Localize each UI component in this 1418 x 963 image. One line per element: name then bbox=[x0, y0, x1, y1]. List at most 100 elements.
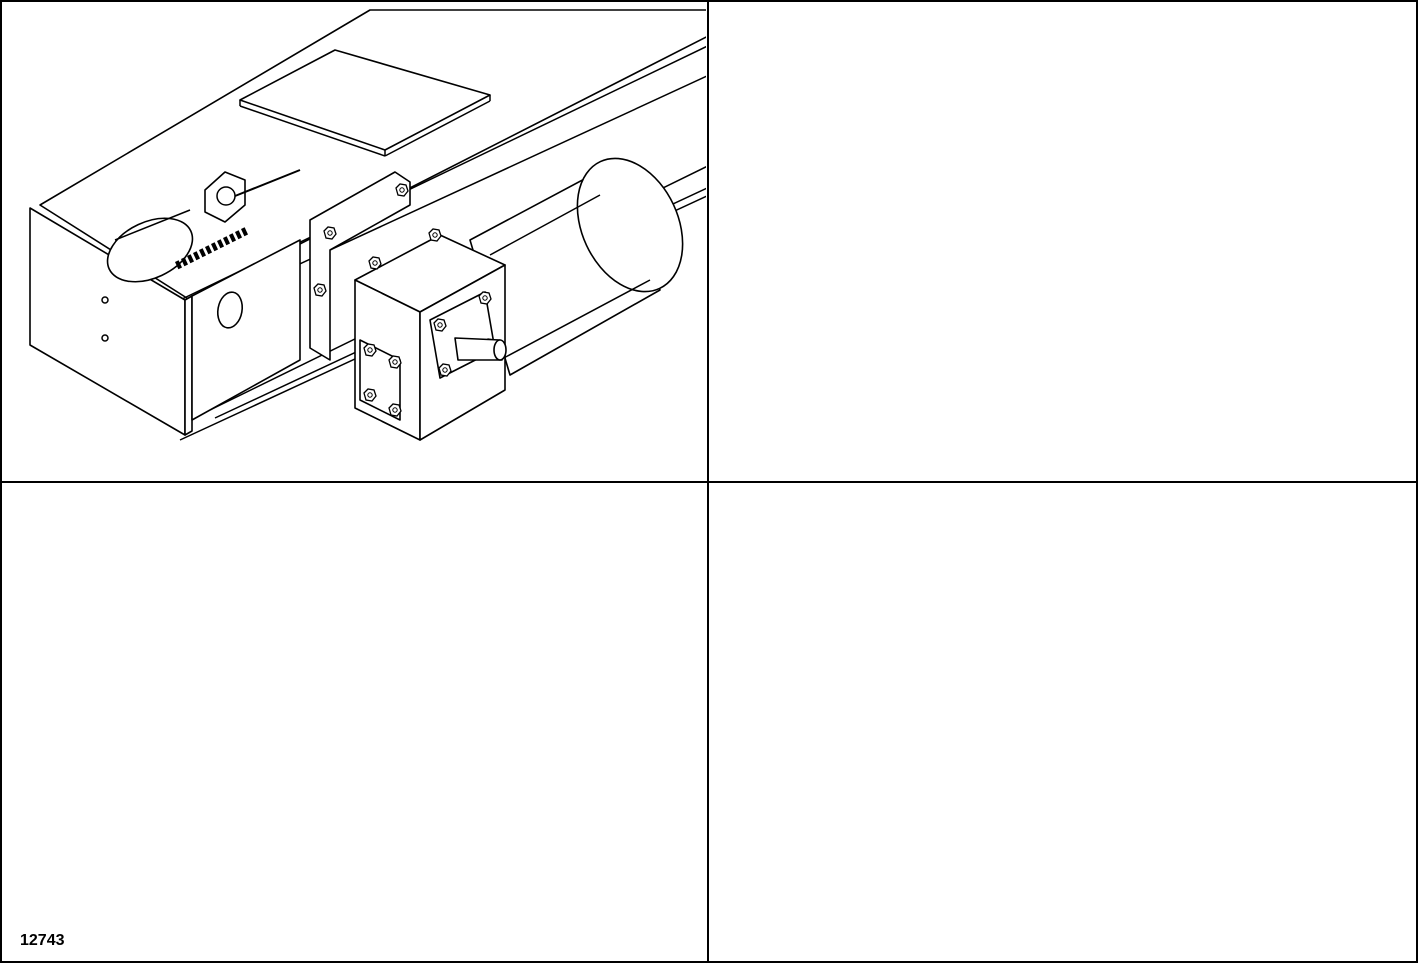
end-plate-hole bbox=[811, 297, 817, 303]
output-shaft bbox=[1199, 262, 1261, 285]
sprocket-tooth bbox=[186, 254, 195, 264]
end-plate bbox=[739, 208, 894, 435]
conveyor-top-surface bbox=[749, 493, 1418, 783]
motor-end-cap bbox=[576, 157, 684, 293]
bolt-center bbox=[437, 322, 443, 328]
bolt-center bbox=[400, 671, 404, 675]
rail-line bbox=[215, 665, 720, 901]
bearing-hub bbox=[217, 670, 235, 688]
gearbox-flange bbox=[432, 763, 498, 843]
plate-edge bbox=[1094, 584, 1199, 639]
bolt-head bbox=[388, 403, 402, 417]
end-plate-hole bbox=[811, 780, 817, 786]
sprocket-tooth bbox=[211, 725, 218, 734]
bolt-hex bbox=[1213, 224, 1225, 236]
bolt-head bbox=[1181, 737, 1193, 749]
sprocket-tooth bbox=[217, 722, 224, 731]
sprocket-tooth bbox=[205, 245, 213, 255]
top-cover-plate bbox=[240, 533, 490, 633]
bolt-center bbox=[399, 187, 405, 193]
plate-edge bbox=[385, 584, 490, 639]
output-shaft bbox=[1209, 758, 1256, 781]
sprocket bbox=[174, 227, 249, 270]
bolt-center bbox=[1109, 671, 1113, 675]
bolt-center bbox=[392, 359, 398, 365]
bolt-head bbox=[363, 388, 377, 402]
bolt-center bbox=[376, 726, 380, 730]
shaft-end bbox=[1248, 761, 1260, 781]
bolt-center bbox=[1037, 231, 1041, 235]
gearbox-front bbox=[1129, 633, 1189, 808]
sprocket-tooth bbox=[199, 731, 206, 740]
bolt-hex bbox=[1181, 737, 1193, 749]
sprocket-tooth bbox=[174, 260, 183, 270]
bolt-hex bbox=[436, 792, 448, 804]
motor-body bbox=[460, 573, 650, 773]
sprocket-tooth bbox=[908, 731, 915, 740]
sprocket-tooth bbox=[223, 719, 230, 728]
rail-line bbox=[889, 673, 1418, 923]
bolt-center bbox=[392, 407, 398, 413]
sprocket-tooth bbox=[241, 227, 249, 237]
gearbox-top bbox=[1129, 601, 1249, 655]
gearbox-front bbox=[1109, 200, 1169, 330]
bolt-center bbox=[1027, 288, 1031, 292]
bolt-hex bbox=[1215, 270, 1227, 282]
bolt-center bbox=[400, 778, 404, 782]
inspection-hole bbox=[216, 291, 244, 329]
sprocket-tooth bbox=[198, 248, 207, 258]
sprocket-tooth bbox=[926, 239, 933, 248]
bolt-head bbox=[480, 769, 492, 781]
bolt-head bbox=[438, 363, 452, 377]
sprocket-tooth bbox=[181, 257, 189, 267]
rail-line bbox=[889, 190, 1418, 440]
panel-area bbox=[711, 2, 1415, 480]
rail-line bbox=[909, 70, 1418, 310]
sprocket-tooth bbox=[210, 242, 219, 252]
bolt-hex bbox=[1033, 227, 1045, 239]
gearbox-front bbox=[365, 693, 430, 853]
motor-line bbox=[480, 603, 590, 663]
figure-number: 12743 bbox=[20, 932, 65, 949]
motor-line bbox=[489, 194, 601, 256]
sprocket bbox=[884, 710, 957, 752]
sprocket-tooth bbox=[229, 716, 236, 725]
bolt-head bbox=[1223, 765, 1235, 777]
rail-line bbox=[924, 182, 1418, 418]
sprocket-tooth bbox=[235, 713, 242, 722]
end-plate bbox=[739, 691, 894, 918]
bolt-center bbox=[1109, 188, 1113, 192]
bolt-head bbox=[396, 774, 408, 786]
plate-edge bbox=[239, 105, 386, 157]
bolt-hex bbox=[1105, 184, 1117, 196]
gearbox-top bbox=[365, 653, 505, 723]
rail-line bbox=[889, 40, 1418, 300]
bolt-hex bbox=[1023, 767, 1035, 779]
bolt-hex bbox=[396, 774, 408, 786]
sprocket-tooth bbox=[944, 713, 951, 722]
rail-line bbox=[889, 523, 1418, 783]
bolt-center bbox=[1185, 248, 1189, 252]
bolt-head bbox=[478, 291, 492, 305]
bolt-head bbox=[1033, 710, 1045, 722]
sprocket-tooth bbox=[902, 734, 909, 743]
rail-line bbox=[200, 553, 720, 793]
bolt-center bbox=[440, 796, 444, 800]
sprocket-tooth bbox=[938, 716, 945, 725]
motor-end-cap bbox=[910, 688, 1069, 867]
drum-line bbox=[115, 693, 190, 723]
bearing-flange bbox=[205, 655, 245, 705]
bolt-head bbox=[396, 735, 408, 747]
panel-top-left bbox=[29, 9, 706, 441]
rail-line bbox=[919, 160, 1418, 410]
bolt-hex bbox=[1183, 289, 1195, 301]
bolt-hex bbox=[1033, 710, 1045, 722]
plate-edge bbox=[949, 589, 1094, 639]
gearbox-side bbox=[1169, 195, 1239, 330]
bolt-center bbox=[367, 347, 373, 353]
bolt-hex bbox=[1181, 244, 1193, 256]
bolt-head bbox=[323, 226, 337, 240]
bolt-center bbox=[1227, 769, 1231, 773]
pulley-drum bbox=[97, 689, 202, 778]
